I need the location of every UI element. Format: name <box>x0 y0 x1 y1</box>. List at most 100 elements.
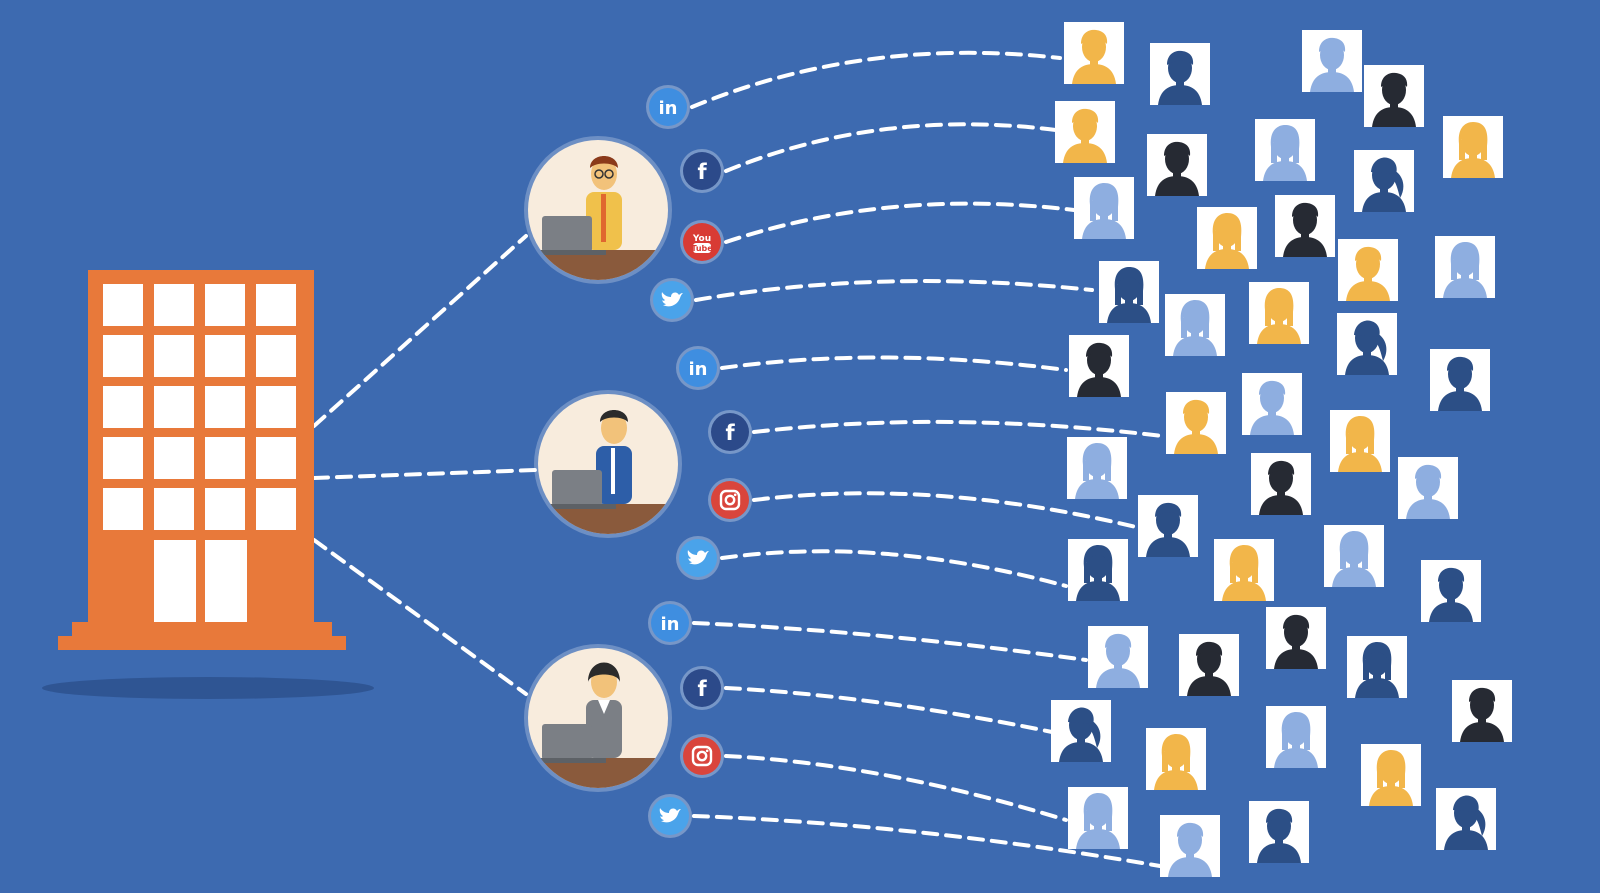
social-label: f <box>697 677 707 701</box>
audience-member-icon <box>1249 282 1309 344</box>
social-label: f <box>725 421 735 445</box>
audience-member-icon <box>1068 787 1128 849</box>
audience-member-icon <box>1146 728 1206 790</box>
building-window <box>103 386 143 428</box>
reach-link <box>724 754 1068 822</box>
reach-link <box>724 201 1076 244</box>
building-door <box>205 540 247 622</box>
reach-link <box>692 621 1088 662</box>
linkedin-icon: in <box>646 85 690 129</box>
building-door <box>154 540 196 622</box>
building-window <box>205 386 245 428</box>
facebook-icon: f <box>680 666 724 710</box>
building-window <box>103 488 143 530</box>
building-link-3 <box>312 538 528 696</box>
audience-member-icon <box>1361 744 1421 806</box>
audience-member-icon <box>1452 680 1512 742</box>
audience-member-icon <box>1150 43 1210 105</box>
facebook-icon: f <box>708 410 752 454</box>
social-label: You <box>692 234 711 244</box>
audience-member-icon <box>1088 626 1148 688</box>
reach-link <box>724 686 1054 734</box>
audience-member-icon <box>1324 525 1384 587</box>
audience-member-icon <box>1435 236 1495 298</box>
building-window <box>205 488 245 530</box>
facebook-icon: f <box>680 149 724 193</box>
reach-link <box>720 355 1068 372</box>
audience-member-icon <box>1147 134 1207 196</box>
audience-member-icon <box>1443 116 1503 178</box>
building-link-1 <box>312 234 528 428</box>
building-window <box>154 284 194 326</box>
building-window <box>103 335 143 377</box>
twitter-icon <box>650 278 694 322</box>
audience-member-icon <box>1160 815 1220 877</box>
reach-link <box>692 814 1162 868</box>
audience-member-icon <box>1214 539 1274 601</box>
employee-avatars <box>524 136 682 792</box>
instagram-icon <box>708 478 752 522</box>
audience-member-icon <box>1275 195 1335 257</box>
building-window <box>256 335 296 377</box>
social-label: Tube <box>691 244 713 253</box>
reach-link <box>752 419 1164 438</box>
office-building-icon <box>42 270 374 699</box>
audience-member-icon <box>1069 335 1129 397</box>
audience-member-icon <box>1302 30 1362 92</box>
audience-member-icon <box>1051 700 1111 762</box>
audience-member-icon <box>1242 373 1302 435</box>
audience-member-icon <box>1064 22 1124 84</box>
audience-member-icon <box>1165 294 1225 356</box>
audience-member-icon <box>1068 539 1128 601</box>
audience-member-icon <box>1430 349 1490 411</box>
building-window <box>154 335 194 377</box>
building-window <box>256 284 296 326</box>
reach-link <box>690 50 1062 109</box>
social-label: in <box>689 359 708 380</box>
building-step <box>72 622 332 638</box>
audience-member-icon <box>1364 65 1424 127</box>
audience-member-icon <box>1266 607 1326 669</box>
linkedin-icon: in <box>648 601 692 645</box>
building-window <box>205 437 245 479</box>
reach-link <box>720 549 1068 588</box>
audience-grid <box>1051 22 1512 877</box>
building-window <box>154 437 194 479</box>
twitter-icon <box>648 794 692 838</box>
reach-link <box>752 491 1142 530</box>
audience-member-icon <box>1179 634 1239 696</box>
instagram-icon <box>680 734 724 778</box>
audience-member-icon <box>1138 495 1198 557</box>
social-label: in <box>659 98 678 119</box>
building-base <box>58 636 346 650</box>
audience-member-icon <box>1074 177 1134 239</box>
building-window <box>205 284 245 326</box>
audience-member-icon <box>1249 801 1309 863</box>
audience-member-icon <box>1398 457 1458 519</box>
social-label: f <box>697 160 707 184</box>
audience-member-icon <box>1436 788 1496 850</box>
audience-member-icon <box>1338 239 1398 301</box>
social-label: in <box>661 614 680 635</box>
building-link-2 <box>312 468 538 480</box>
building-window <box>256 437 296 479</box>
connection-lines <box>312 50 1164 868</box>
audience-member-icon <box>1337 313 1397 375</box>
employee-woman-icon <box>524 644 672 792</box>
audience-member-icon <box>1166 392 1226 454</box>
audience-member-icon <box>1099 261 1159 323</box>
building-window <box>154 488 194 530</box>
building-window <box>103 437 143 479</box>
audience-member-icon <box>1067 437 1127 499</box>
audience-member-icon <box>1251 453 1311 515</box>
audience-member-icon <box>1354 150 1414 212</box>
employee-suit-icon <box>534 390 682 538</box>
linkedin-icon: in <box>676 346 720 390</box>
building-window <box>103 284 143 326</box>
twitter-icon <box>676 536 720 580</box>
employee-glasses-icon <box>524 136 672 284</box>
